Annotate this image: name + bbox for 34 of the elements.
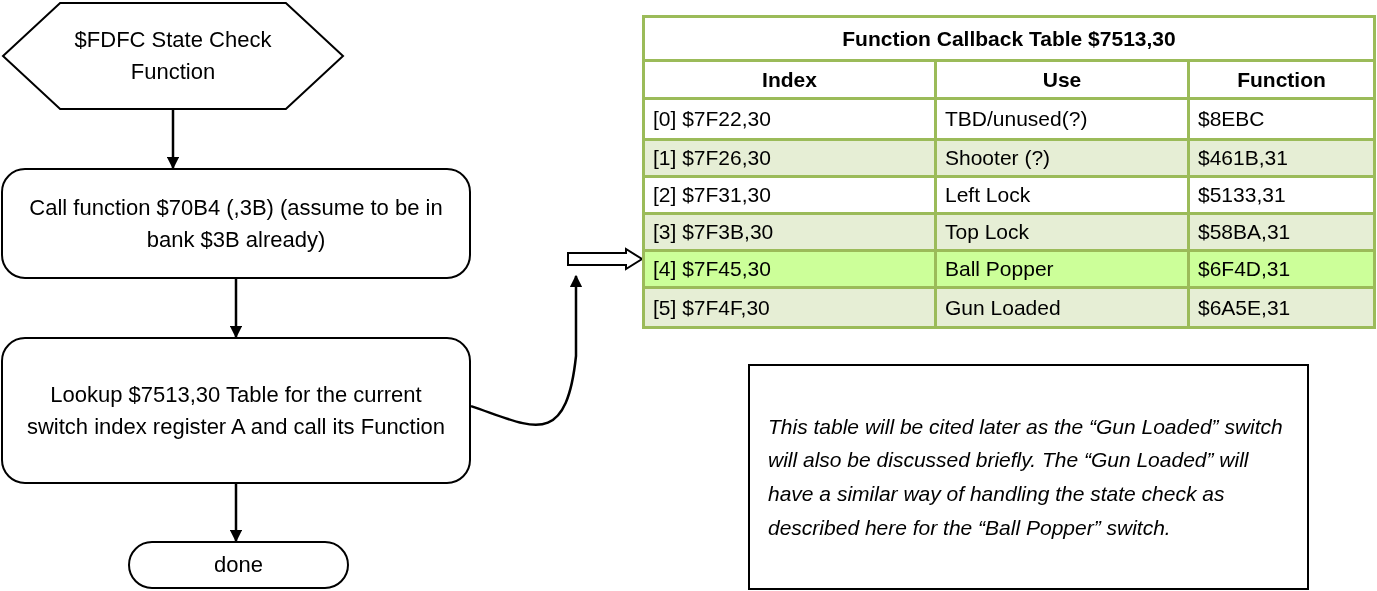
arrow (229, 279, 243, 339)
table-cell: Gun Loaded (937, 289, 1190, 326)
table-cell: Ball Popper (937, 252, 1190, 289)
arrow (229, 484, 243, 543)
table-cell: $58BA,31 (1190, 215, 1373, 252)
column-header: Index (645, 62, 937, 100)
node-text: This table will be cited later as the “Gun Loaded” switch will also be discussed briefly. The “Gun Loaded” will have a similar way of handling the state check as described here for the “Ball Popper” switch. (768, 413, 1284, 541)
table-cell: $6A5E,31 (1190, 289, 1373, 326)
block-arrow (567, 247, 644, 271)
process-box (1, 337, 471, 484)
node-text: done (214, 551, 263, 580)
table-cell: [3] $7F3B,30 (645, 215, 937, 252)
table-cell: $6F4D,31 (1190, 252, 1373, 289)
table-cell: TBD/unused(?) (937, 100, 1190, 141)
arrow (470, 274, 583, 426)
table-cell: [5] $7F4F,30 (645, 289, 937, 326)
table-cell: Left Lock (937, 178, 1190, 215)
start-hexagon (2, 2, 344, 110)
callback-table (642, 15, 1376, 329)
arrow (166, 110, 180, 170)
node-text: Call function $70B4 (,3B) (assume to be in bank $3B already) (28, 193, 444, 254)
table-cell: $461B,31 (1190, 141, 1373, 178)
node-text: Lookup $7513,30 Table for the current switch index register A and call its Function (25, 380, 447, 441)
table-cell: [4] $7F45,30 (645, 252, 937, 289)
node-text: $FDFC State Check Function (73, 26, 273, 86)
table-cell: [2] $7F31,30 (645, 178, 937, 215)
note-box (748, 364, 1309, 590)
column-header: Use (937, 62, 1190, 100)
terminal-box (128, 541, 349, 589)
process-box (1, 168, 471, 279)
table-cell: Top Lock (937, 215, 1190, 252)
table-cell: [1] $7F26,30 (645, 141, 937, 178)
table-cell: Shooter (?) (937, 141, 1190, 178)
table-cell: [0] $7F22,30 (645, 100, 937, 141)
